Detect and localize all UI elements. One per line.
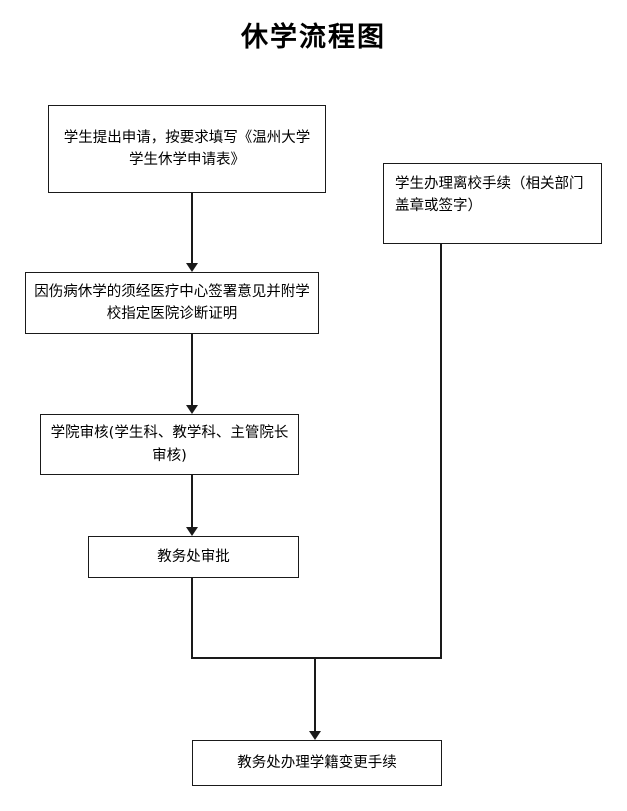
flow-node-medical-certificate-label: 因伤病休学的须经医疗中心签署意见并附学校指定医院诊断证明 xyxy=(34,283,310,322)
flow-node-medical-certificate: 因伤病休学的须经医疗中心签署意见并附学校指定医院诊断证明 xyxy=(25,272,319,334)
flow-node-status-change: 教务处办理学籍变更手续 xyxy=(192,740,442,786)
arrowhead-medical-to-college-review xyxy=(186,405,198,414)
flow-node-application: 学生提出申请，按要求填写《温州大学学生休学申请表》 xyxy=(48,105,326,193)
page-title: 休学流程图 xyxy=(241,22,386,53)
flow-node-college-review: 学院审核(学生科、教学科、主管院长审核) xyxy=(40,414,299,475)
connector-merge-horizontal xyxy=(191,657,442,659)
flow-node-leaving-procedures-label: 学生办理离校手续（相关部门盖章或签字） xyxy=(395,176,584,215)
flow-node-leaving-procedures: 学生办理离校手续（相关部门盖章或签字） xyxy=(383,163,602,244)
connector-merge-to-status-change xyxy=(314,658,316,732)
connector-leaving-procedures-down xyxy=(440,244,442,659)
arrowhead-college-review-to-dean-approval xyxy=(186,527,198,536)
connector-application-to-medical xyxy=(191,193,193,264)
connector-dean-approval-down xyxy=(191,578,193,659)
flow-node-dean-approval-label: 教务处审批 xyxy=(157,548,230,565)
flow-node-dean-approval: 教务处审批 xyxy=(88,536,299,578)
flow-node-college-review-label: 学院审核(学生科、教学科、主管院长审核) xyxy=(50,425,289,464)
arrowhead-application-to-medical xyxy=(186,263,198,272)
connector-medical-to-college-review xyxy=(191,334,193,406)
arrowhead-merge-to-status-change xyxy=(309,731,321,740)
connector-college-review-to-dean-approval xyxy=(191,475,193,528)
flow-node-status-change-label: 教务处办理学籍变更手续 xyxy=(237,754,397,771)
flow-node-application-label: 学生提出申请，按要求填写《温州大学学生休学申请表》 xyxy=(63,129,311,168)
